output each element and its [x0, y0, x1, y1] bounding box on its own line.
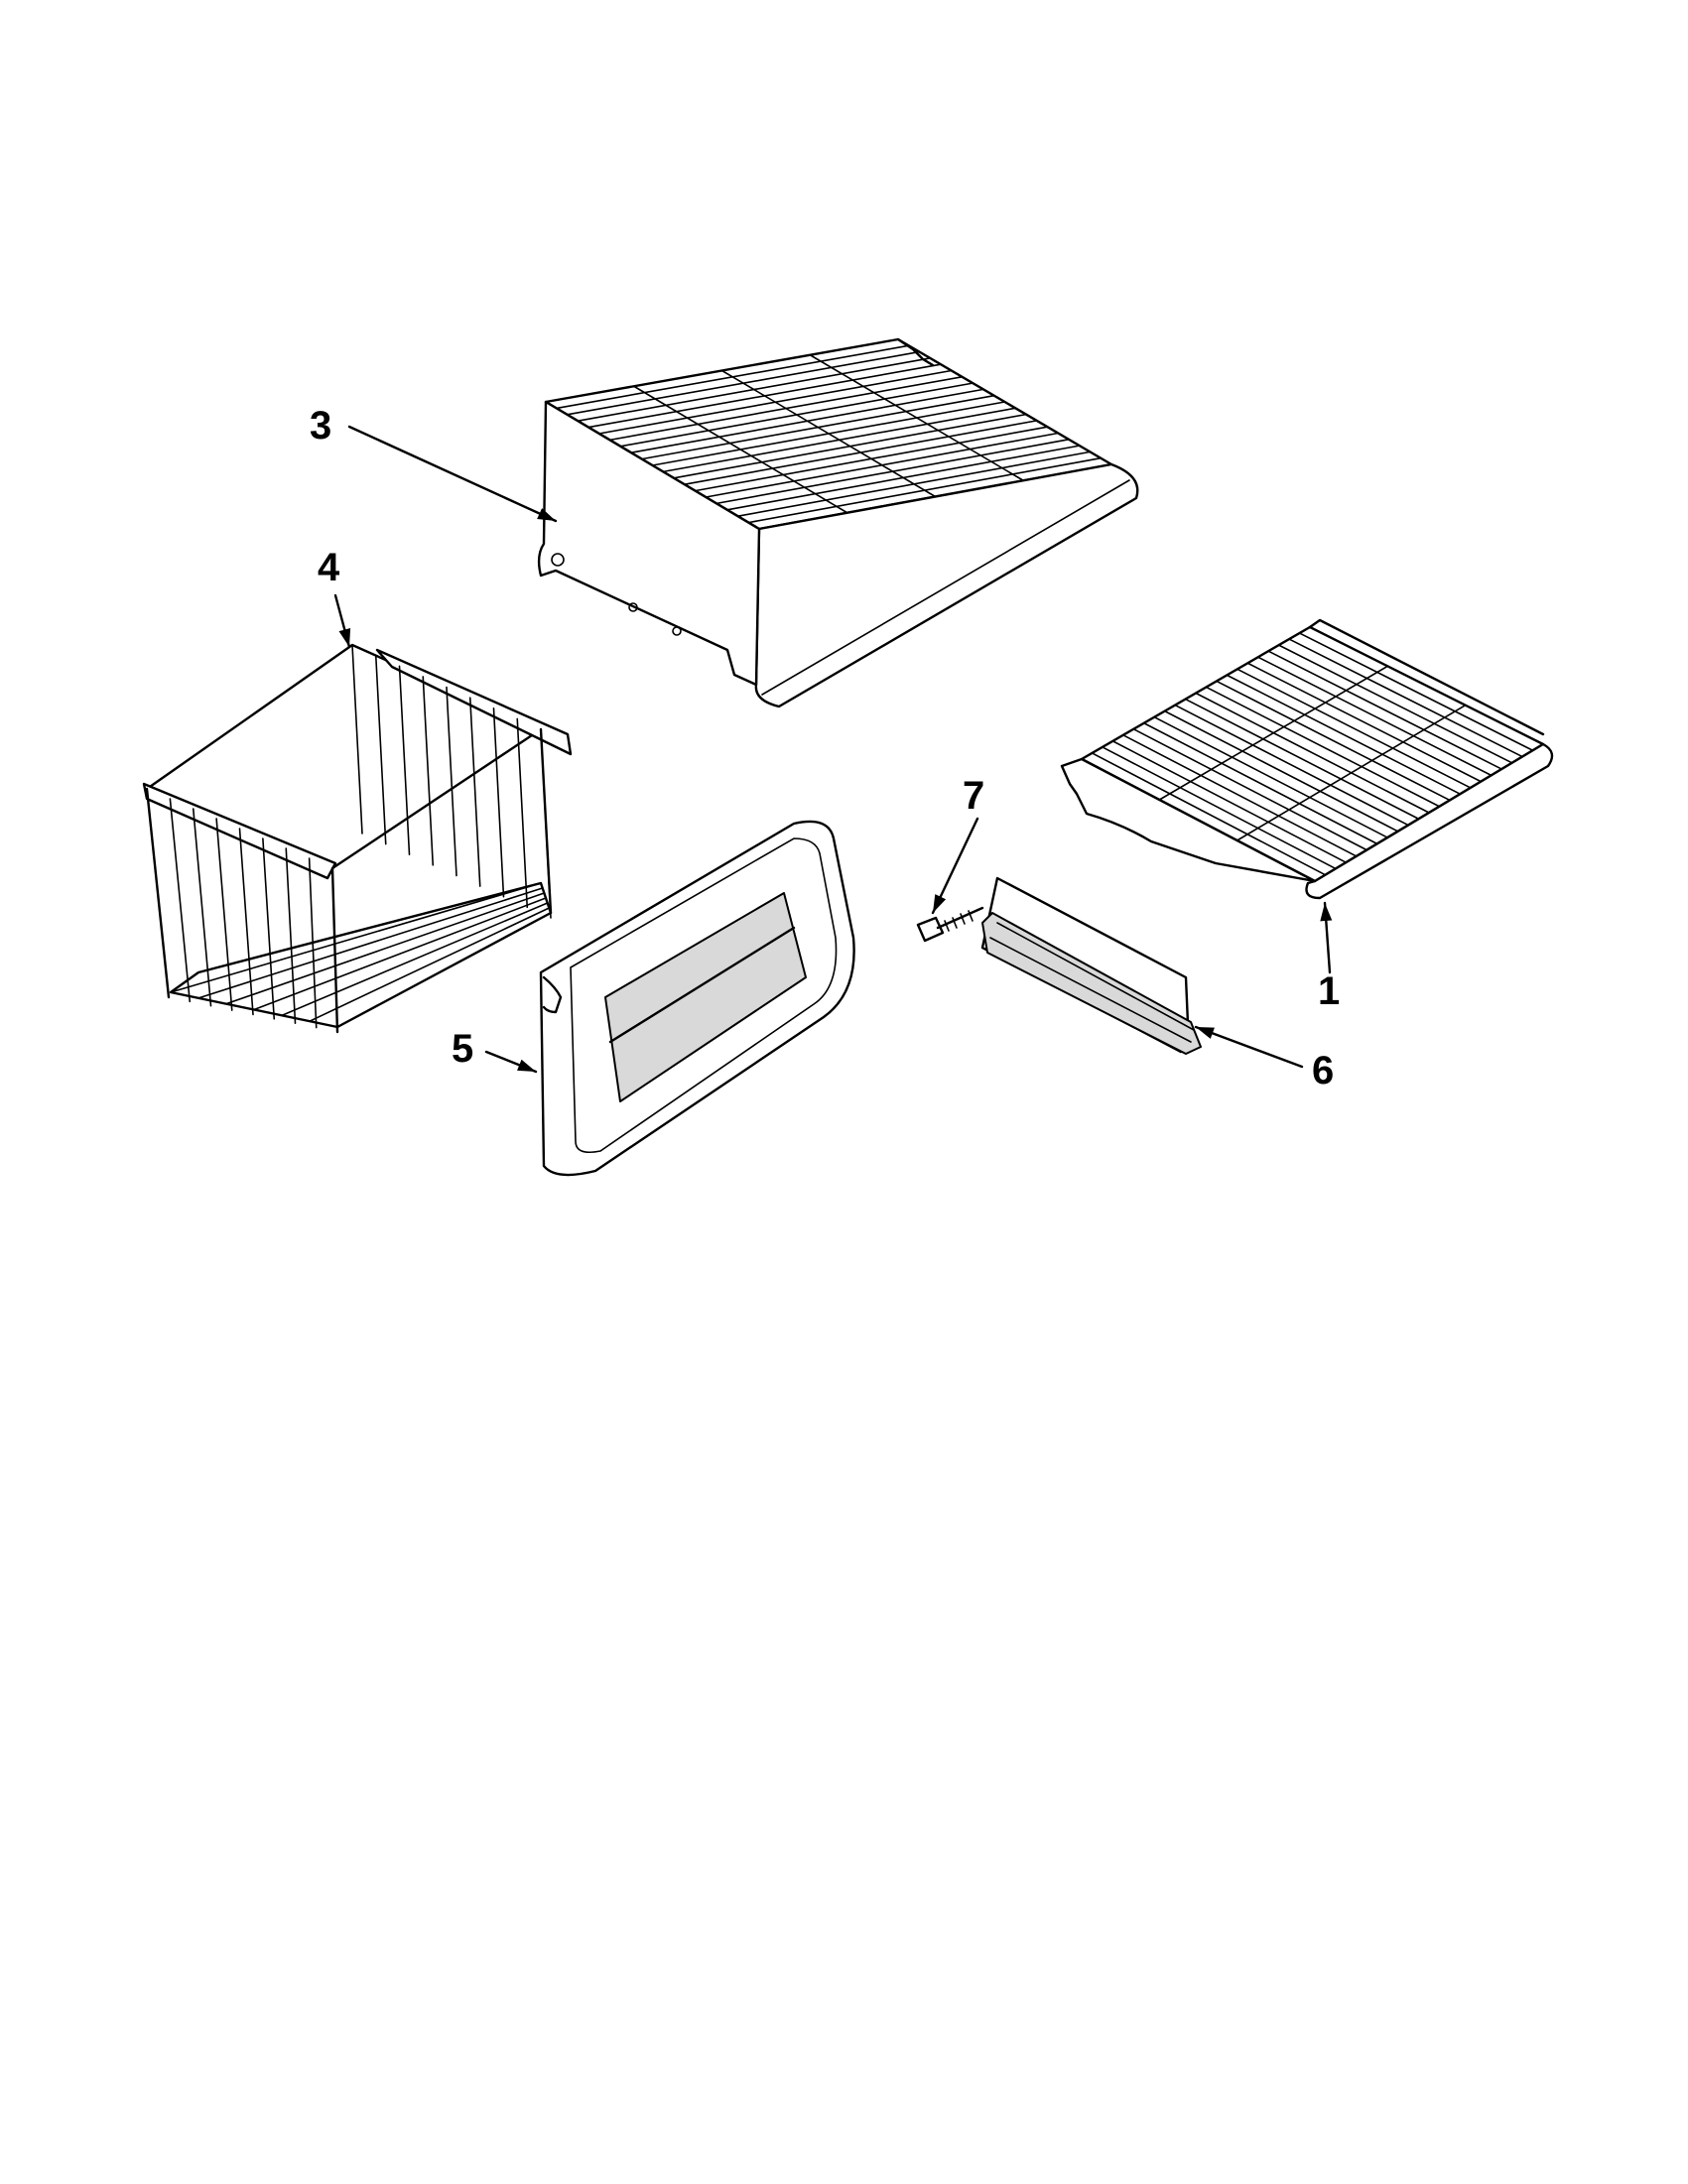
shelf-1-wire — [1195, 692, 1430, 814]
callout-3: 3 — [310, 404, 331, 448]
shelf-1-wire — [1246, 662, 1483, 783]
basket-floor-wire — [253, 897, 547, 1011]
shelf-1-wire — [1122, 734, 1358, 857]
basket-front-wire — [262, 837, 276, 1020]
shelf-1-wire — [1267, 650, 1502, 770]
basket-4-wires — [146, 644, 552, 1033]
leader-5-arrowhead — [517, 1059, 536, 1072]
basket-floor-wire — [170, 882, 542, 993]
shelf-1-wire — [1153, 715, 1388, 838]
leader-3-arrowhead — [537, 508, 556, 521]
basket-floor-wire — [281, 902, 549, 1017]
basket-back-wire — [422, 676, 435, 866]
basket-back-wire — [516, 717, 529, 909]
part-1-wire-shelf — [1060, 618, 1554, 900]
part-4-wire-basket — [142, 643, 573, 1034]
shelf-1-wire — [1288, 638, 1523, 758]
shelf-1-wire — [1226, 674, 1462, 795]
basket-floor-wire — [309, 907, 551, 1022]
basket-floor-wire — [336, 912, 552, 1028]
leader-7-arrowhead — [933, 894, 947, 913]
shelf-1-wire — [1102, 746, 1337, 870]
leader-1-arrowhead — [1320, 903, 1333, 922]
shelf-1-crosswire — [1158, 665, 1389, 801]
callout-7: 7 — [963, 774, 984, 818]
leader-3 — [347, 425, 558, 523]
shelf-3-wires — [555, 344, 1103, 524]
shelf-1-wire — [1236, 668, 1472, 789]
shelf-1-crosswire — [1235, 704, 1467, 841]
shelf-3-crosswire — [720, 369, 937, 498]
part-7-screw — [916, 906, 984, 943]
basket-front-wire — [238, 828, 254, 1016]
shelf-1-wires — [1091, 632, 1534, 876]
shelf-3-crosswire — [632, 385, 848, 514]
shelf-1-wire — [1174, 704, 1409, 827]
leader-lines — [333, 425, 1333, 1074]
callout-6: 6 — [1312, 1049, 1334, 1092]
basket-back-wire — [446, 686, 457, 877]
basket-floor-wire — [225, 892, 546, 1005]
shelf-1-wire — [1277, 644, 1513, 764]
basket-front-wire — [308, 857, 318, 1029]
shelf-1-wire — [1111, 740, 1348, 863]
shelf-1-wire — [1205, 686, 1441, 808]
callout-5: 5 — [452, 1027, 473, 1071]
shelf-1-wire — [1132, 727, 1368, 851]
leader-4-arrowhead — [338, 628, 351, 647]
callout-4: 4 — [318, 546, 340, 589]
shelf-1-wire — [1256, 656, 1493, 777]
basket-back-wire — [468, 697, 481, 887]
shelf-1-wire — [1216, 680, 1451, 802]
basket-back-wire — [492, 707, 505, 898]
shelf-1-wire — [1142, 721, 1378, 845]
basket-front-wire — [169, 798, 192, 1003]
basket-front-wire — [192, 808, 212, 1007]
basket-back-wire — [351, 644, 363, 835]
shelf-1-wire — [1184, 698, 1420, 821]
shelf-1-wire — [1091, 752, 1327, 876]
shelf-1-wire — [1163, 709, 1399, 833]
leader-6 — [1194, 1025, 1304, 1069]
shelf-1-wire — [1298, 632, 1534, 752]
leader-6-arrowhead — [1196, 1027, 1215, 1039]
part-3-wire-shelf — [537, 337, 1139, 708]
shelf-3-crosswire — [809, 353, 1025, 482]
basket-floor-wire — [197, 887, 544, 999]
basket-back-wire — [398, 665, 411, 856]
basket-front-wire — [215, 818, 233, 1011]
part-6-rail — [980, 876, 1202, 1055]
part-5-drawer-front — [539, 820, 855, 1177]
basket-back-wire — [374, 654, 387, 845]
callout-1: 1 — [1318, 969, 1340, 1013]
